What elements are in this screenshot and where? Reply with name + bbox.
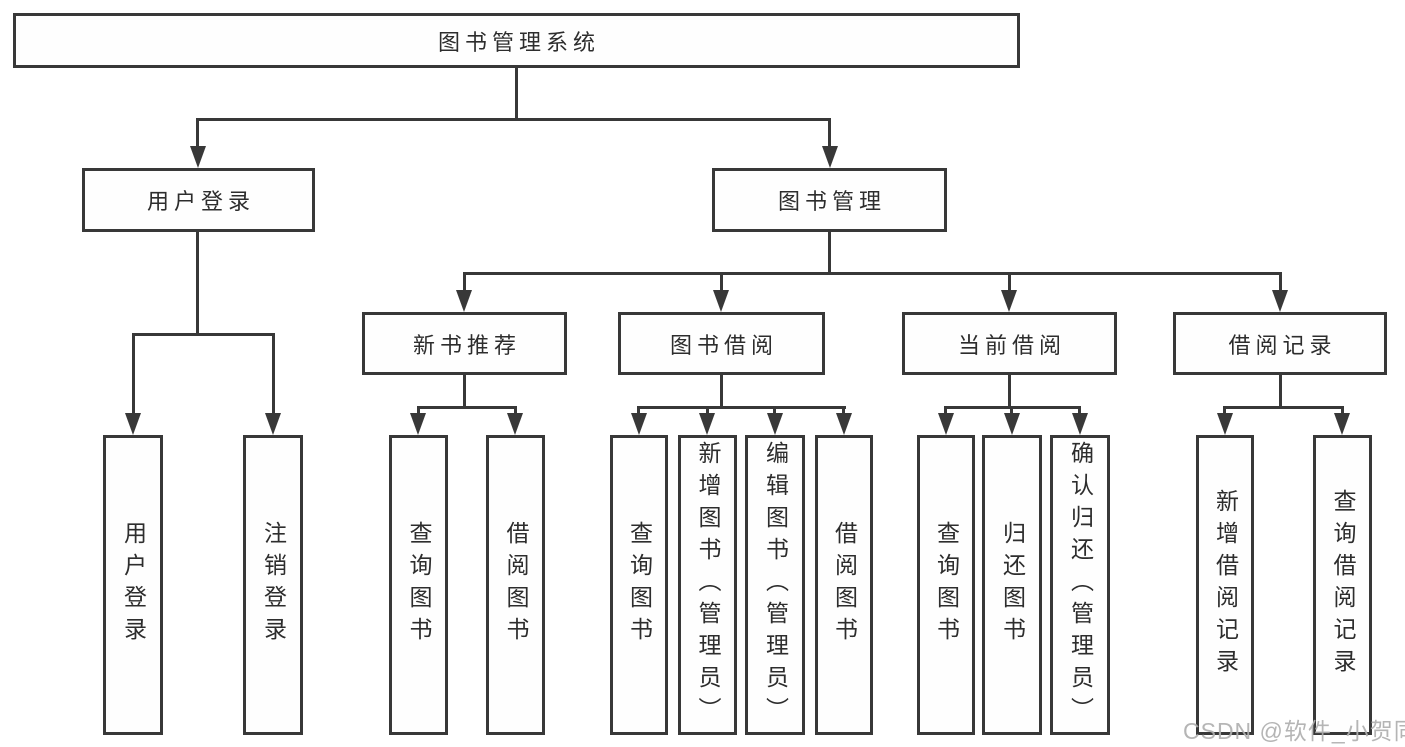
- arrow-down-cb-search: [938, 413, 954, 435]
- leaf-logout-label: 注销登录: [260, 521, 287, 649]
- arrow-down-nb-search: [410, 413, 426, 435]
- leaf-br-add-record: 新增借阅记录: [1196, 435, 1254, 735]
- connector-drop-book-mgmt: [828, 118, 831, 148]
- arrow-down-borrow-records: [1272, 290, 1288, 312]
- arrow-down-cb-return: [1004, 413, 1020, 435]
- node-current-borrow-label: 当前借阅: [957, 332, 1066, 358]
- node-new-books: 新书推荐: [362, 312, 567, 375]
- leaf-nb-search-books: 查询图书: [389, 435, 448, 735]
- connector-drop-nb-search: [417, 406, 420, 416]
- connector-user-login-stem: [196, 232, 199, 335]
- leaf-cb-return-books: 归还图书: [982, 435, 1042, 735]
- connector-root-stem: [515, 68, 518, 121]
- connector-drop-login: [132, 333, 135, 415]
- leaf-bb-borrow-books: 借阅图书: [815, 435, 873, 735]
- leaf-user-login-label: 用户登录: [120, 521, 147, 649]
- connector-drop-br-add: [1223, 406, 1226, 416]
- connector-borrow-records-split: [1223, 406, 1344, 409]
- leaf-bb-search-books-label: 查询图书: [626, 521, 653, 649]
- node-library-system: 图书管理系统: [13, 13, 1020, 68]
- leaf-bb-search-books: 查询图书: [610, 435, 668, 735]
- arrow-down-bb-edit: [767, 413, 783, 435]
- connector-current-borrow-stem: [1008, 375, 1011, 408]
- arrow-down-user-login: [190, 146, 206, 168]
- connector-drop-logout: [272, 333, 275, 415]
- arrow-down-bb-borrow: [836, 413, 852, 435]
- arrow-down-login: [125, 413, 141, 435]
- connector-book-borrow-split: [637, 406, 846, 409]
- arrow-down-logout: [265, 413, 281, 435]
- node-new-books-label: 新书推荐: [412, 332, 521, 358]
- connector-drop-borrow-records: [1279, 272, 1282, 294]
- leaf-br-add-record-label: 新增借阅记录: [1212, 489, 1239, 681]
- leaf-bb-add-books-admin-label: 新增图书（管理员）: [695, 441, 721, 729]
- arrow-down-br-add: [1217, 413, 1233, 435]
- connector-drop-bb-search: [637, 406, 640, 416]
- connector-drop-bb-add: [706, 406, 709, 416]
- arrow-down-br-search: [1334, 413, 1350, 435]
- connector-drop-br-search: [1341, 406, 1344, 416]
- connector-drop-user-login: [196, 118, 199, 148]
- connector-drop-cb-search: [944, 406, 947, 416]
- connector-book-mgmt-split: [463, 272, 1281, 275]
- leaf-cb-search-books: 查询图书: [917, 435, 975, 735]
- node-library-system-label: 图书管理系统: [437, 29, 600, 55]
- leaf-nb-search-books-label: 查询图书: [406, 521, 432, 649]
- arrow-down-current-borrow: [1001, 290, 1017, 312]
- connector-drop-nb-borrow: [514, 406, 517, 416]
- connector-new-books-split: [417, 406, 517, 409]
- node-book-borrow-label: 图书借阅: [669, 332, 778, 358]
- connector-book-mgmt-stem: [828, 232, 831, 274]
- node-book-mgmt-label: 图书管理: [777, 189, 886, 214]
- leaf-bb-borrow-books-label: 借阅图书: [831, 521, 858, 649]
- leaf-bb-edit-books-admin: 编辑图书（管理员）: [745, 435, 805, 735]
- leaf-user-login: 用户登录: [103, 435, 163, 735]
- connector-drop-book-borrow: [720, 272, 723, 294]
- arrow-down-bb-search: [631, 413, 647, 435]
- leaf-bb-edit-books-admin-label: 编辑图书（管理员）: [762, 441, 789, 729]
- connector-drop-new-books: [463, 272, 466, 294]
- arrow-down-book-mgmt: [822, 146, 838, 168]
- leaf-bb-add-books-admin: 新增图书（管理员）: [678, 435, 737, 735]
- node-user-login-label: 用户登录: [146, 189, 255, 214]
- connector-drop-bb-edit: [773, 406, 776, 416]
- leaf-cb-confirm-return-admin-label: 确认归还（管理员）: [1067, 441, 1094, 729]
- connector-drop-cb-return: [1010, 406, 1013, 416]
- leaf-br-search-record: 查询借阅记录: [1313, 435, 1372, 735]
- connector-drop-cb-confirm: [1078, 406, 1081, 416]
- connector-user-login-split: [132, 333, 275, 336]
- arrow-down-book-borrow: [713, 290, 729, 312]
- node-borrow-records-label: 借阅记录: [1228, 332, 1337, 358]
- arrow-down-bb-add: [699, 413, 715, 435]
- leaf-cb-search-books-label: 查询图书: [933, 521, 960, 649]
- connector-new-books-stem: [463, 375, 466, 408]
- leaf-cb-confirm-return-admin: 确认归还（管理员）: [1050, 435, 1110, 735]
- csdn-watermark: CSDN @软件_小贺同学: [1183, 718, 1405, 744]
- node-current-borrow: 当前借阅: [902, 312, 1117, 375]
- node-book-mgmt: 图书管理: [712, 168, 947, 232]
- arrow-down-nb-borrow: [507, 413, 523, 435]
- connector-book-borrow-stem: [720, 375, 723, 408]
- connector-drop-bb-borrow: [842, 406, 845, 416]
- connector-root-split: [196, 118, 831, 121]
- arrow-down-cb-confirm: [1072, 413, 1088, 435]
- arrow-down-new-books: [456, 290, 472, 312]
- connector-drop-current-borrow: [1008, 272, 1011, 294]
- leaf-nb-borrow-books-label: 借阅图书: [503, 521, 529, 649]
- node-borrow-records: 借阅记录: [1173, 312, 1387, 375]
- node-book-borrow: 图书借阅: [618, 312, 825, 375]
- connector-borrow-records-stem: [1279, 375, 1282, 408]
- leaf-br-search-record-label: 查询借阅记录: [1330, 489, 1356, 681]
- leaf-cb-return-books-label: 归还图书: [999, 521, 1026, 649]
- leaf-logout: 注销登录: [243, 435, 303, 735]
- node-user-login: 用户登录: [82, 168, 315, 232]
- leaf-nb-borrow-books: 借阅图书: [486, 435, 545, 735]
